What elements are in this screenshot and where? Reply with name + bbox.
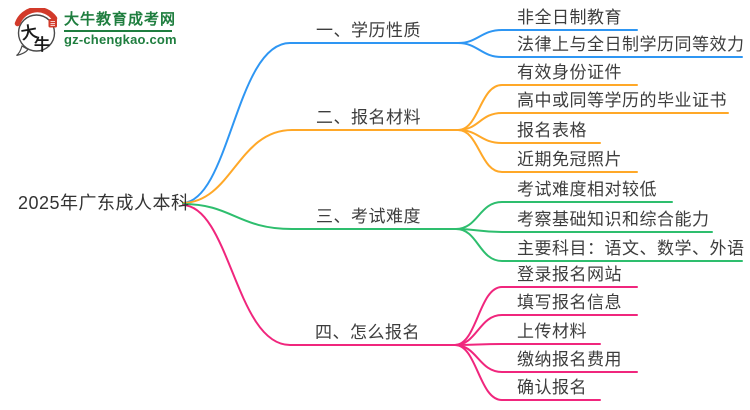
leaf-node[interactable]: 高中或同等学历的毕业证书	[517, 91, 727, 110]
branch-2-stem	[182, 129, 459, 204]
leaf-node[interactable]: 主要科目：语文、数学、外语	[517, 239, 745, 258]
branch-3-stem	[182, 203, 457, 230]
branch-2-label[interactable]: 二、报名材料	[316, 108, 421, 127]
leaf-node[interactable]: 有效身份证件	[517, 63, 622, 82]
leaf-node[interactable]: 考察基础知识和综合能力	[517, 210, 710, 229]
daniu-bull-logo-icon: 大 牛	[14, 8, 58, 56]
leaf-connector	[457, 129, 638, 173]
root-node[interactable]: 2025年广东成人本科	[18, 193, 190, 213]
leaf-node[interactable]: 近期免冠照片	[517, 150, 622, 169]
site-url[interactable]: gz-chengkao.com	[64, 32, 177, 47]
leaf-connector	[454, 286, 638, 346]
branch-3-label[interactable]: 三、考试难度	[316, 207, 421, 226]
leaf-node[interactable]: 报名表格	[517, 121, 587, 140]
leaf-connector	[455, 201, 673, 230]
site-logo[interactable]: 大 牛 大牛教育成考网 gz-chengkao.com	[13, 8, 177, 56]
leaf-node[interactable]: 考试难度相对较低	[517, 180, 657, 199]
seal-icon	[48, 19, 57, 28]
site-name: 大牛教育成考网	[64, 11, 177, 28]
leaf-node[interactable]: 上传材料	[517, 322, 587, 341]
leaf-connector	[455, 228, 743, 262]
leaf-connector	[457, 84, 638, 131]
leaf-connector	[454, 343, 601, 346]
logo-char-bottom: 牛	[34, 35, 50, 54]
leaf-node[interactable]: 缴纳报名费用	[517, 350, 622, 369]
leaf-node[interactable]: 填写报名信息	[517, 293, 622, 312]
leaf-node[interactable]: 非全日制教育	[517, 8, 622, 27]
branch-4-stem	[182, 204, 456, 346]
leaf-node[interactable]: 登录报名网站	[517, 265, 622, 284]
logo-char-top: 大	[20, 22, 39, 43]
leaf-connector	[454, 344, 601, 401]
leaf-connector	[457, 112, 729, 131]
leaf-connector	[457, 42, 743, 58]
leaf-node[interactable]: 法律上与全日制学历同等效力	[517, 35, 745, 54]
branch-1-label[interactable]: 一、学历性质	[316, 21, 421, 40]
logo-divider	[64, 30, 172, 32]
branch-1-stem	[182, 42, 459, 204]
red-hat-arc	[14, 8, 58, 27]
branch-4-label[interactable]: 四、怎么报名	[315, 323, 420, 342]
leaf-node[interactable]: 确认报名	[517, 378, 587, 397]
